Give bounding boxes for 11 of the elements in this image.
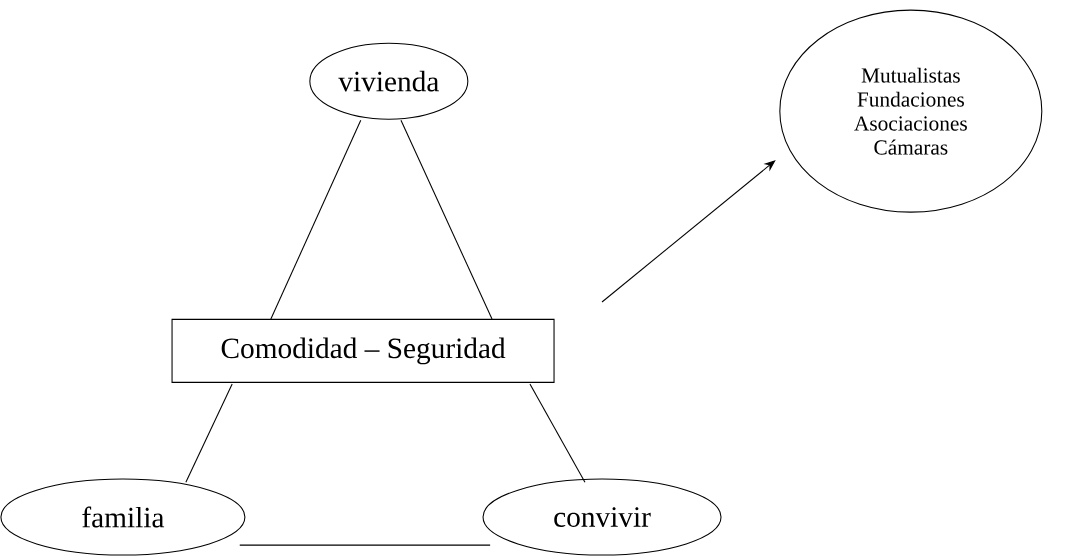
ellipse-node: Mutualistas Fundaciones Asociaciones Cámaras [779, 9, 1043, 213]
text-box: Comodidad – Seguridad [171, 318, 555, 383]
connector-line [239, 544, 491, 546]
ellipse-node: familia [0, 478, 246, 556]
connector-line [529, 383, 586, 483]
connector-line [270, 119, 362, 320]
connector-line [400, 119, 493, 320]
ellipse-node: vivienda [309, 42, 469, 120]
arrow [601, 160, 776, 303]
ellipse-node: convivir [482, 478, 722, 556]
connector-line [185, 383, 233, 483]
